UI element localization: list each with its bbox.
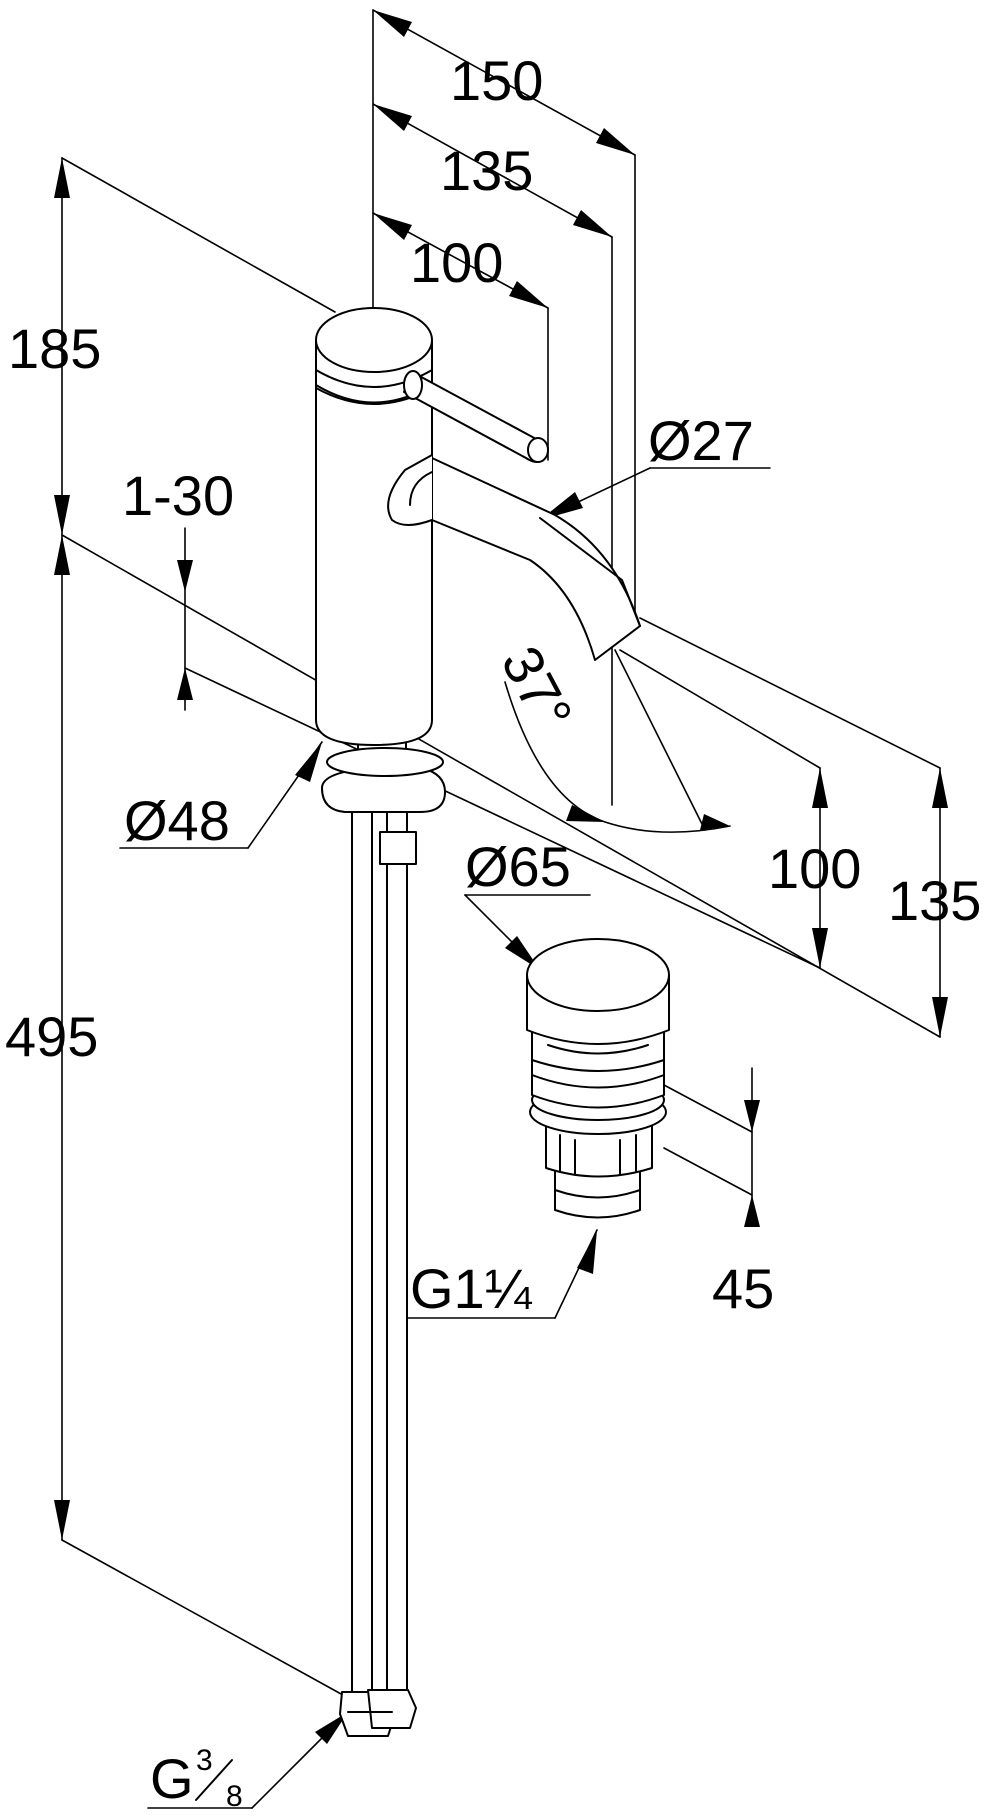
popup-waste [526, 938, 670, 1219]
dim-waste-thread: G1¼ [410, 1257, 533, 1320]
dim-reach-150: 150 [450, 49, 543, 112]
dim-body-diameter: Ø48 [124, 789, 230, 852]
dim-spout-diameter: Ø27 [648, 409, 754, 472]
dim-angle: 37° [489, 636, 584, 740]
dim-reach-100: 100 [410, 231, 503, 294]
dim-hose-thread-base: G [150, 1747, 194, 1810]
dimension-lines [61, 9, 941, 1809]
dim-hose-thread: G 3 8 [150, 1744, 243, 1813]
dim-thickness: 1-30 [122, 464, 234, 527]
dim-waste-height: 45 [712, 1257, 774, 1320]
dimension-labels: 150 135 100 185 1-30 Ø27 37° Ø48 Ø65 100… [5, 49, 981, 1813]
dim-reach-135: 135 [440, 139, 533, 202]
tap-body [315, 307, 641, 813]
flexible-hoses [339, 769, 417, 1737]
dim-spout-height-100: 100 [768, 837, 861, 900]
dim-height-185: 185 [8, 317, 101, 380]
dim-waste-diameter: Ø65 [465, 835, 571, 898]
dim-height-135: 135 [888, 869, 981, 932]
arrowheads [54, 10, 948, 1744]
dim-hose-length: 495 [5, 1005, 98, 1068]
dim-hose-thread-num: 3 [196, 1744, 213, 1777]
dim-hose-thread-den: 8 [226, 1780, 243, 1813]
